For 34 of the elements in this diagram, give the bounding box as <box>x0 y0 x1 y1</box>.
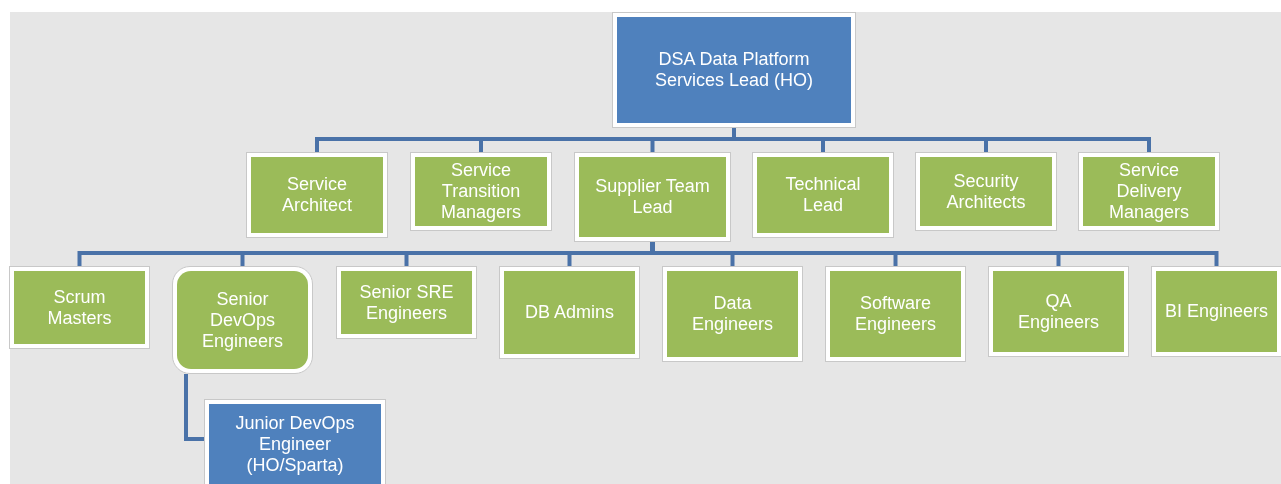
manager-box <box>612 12 856 128</box>
role-title: Scrum Masters <box>46 286 113 329</box>
role-box <box>1078 152 1220 231</box>
role-box <box>752 152 894 238</box>
role-box <box>988 266 1129 357</box>
role-title: Senior SRE Engineers <box>358 281 455 324</box>
connector-line <box>732 128 1151 152</box>
role-title: Service Architect <box>281 174 353 216</box>
role-title: Service Delivery Managers <box>1107 160 1190 223</box>
role-title: DB Admins <box>524 302 614 323</box>
role-title: Security Architects <box>945 170 1027 213</box>
role-box <box>499 266 640 359</box>
role-title: Service Transition Managers <box>439 160 522 223</box>
role-title: BI Engineers <box>1164 301 1269 322</box>
role-box <box>825 266 966 362</box>
manager-box <box>204 399 386 484</box>
role-box <box>9 266 150 349</box>
role-box <box>915 152 1057 231</box>
role-box <box>410 152 552 231</box>
role-box <box>662 266 803 362</box>
role-title: Senior DevOps Engineers <box>200 288 285 352</box>
role-box <box>574 152 731 242</box>
role-box <box>1151 266 1281 357</box>
connector-line <box>184 374 204 441</box>
role-box <box>336 266 477 339</box>
role-title: Supplier Team Lead <box>594 176 711 218</box>
role-title: Software Engineers <box>853 293 938 335</box>
role-box <box>172 266 313 374</box>
role-title: DSA Data Platform Services Lead (HO) <box>653 49 815 91</box>
role-title: QA Engineers <box>1016 290 1101 333</box>
role-box <box>246 152 388 238</box>
role-title: Data Engineers <box>690 293 775 335</box>
role-title: Junior DevOps Engineer (HO/Sparta) <box>234 412 356 476</box>
role-title: Technical Lead <box>784 174 862 216</box>
